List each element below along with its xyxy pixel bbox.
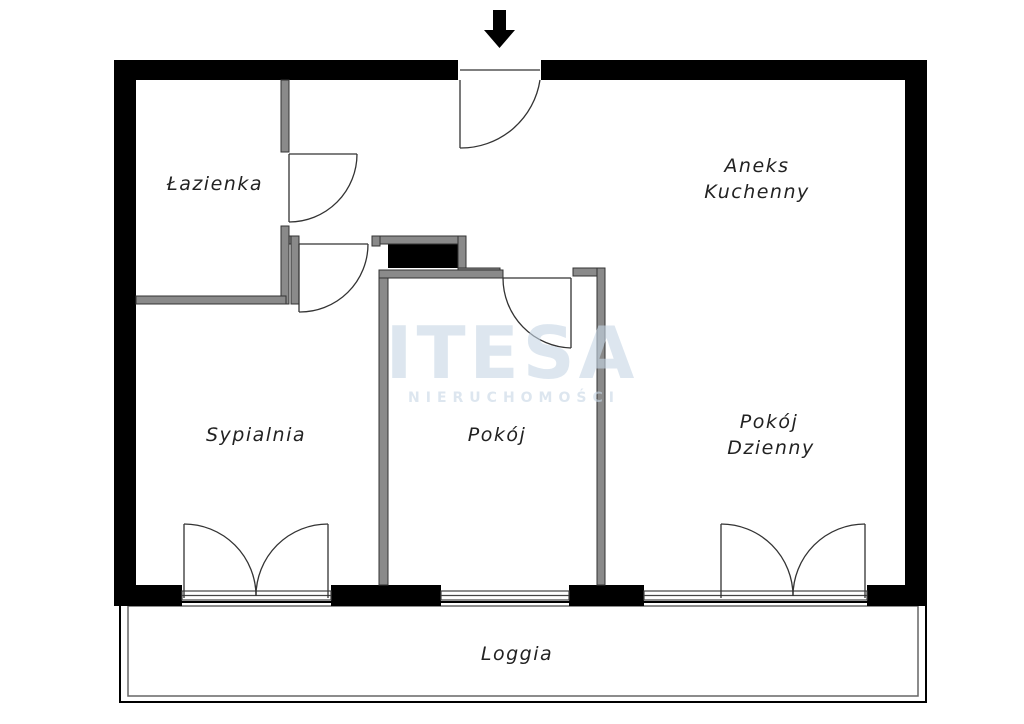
bedroom-door [298, 243, 369, 313]
entrance-door [459, 69, 541, 149]
label-pokoj: Pokój [468, 424, 527, 446]
watermark: ITESA NIERUCHOMOŚCI [386, 311, 639, 406]
doors [183, 69, 866, 598]
bathroom-door [288, 153, 358, 223]
arrow-down-icon [484, 10, 515, 48]
label-pokoj-dzienny-line2: Dzienny [727, 437, 814, 459]
room-door [502, 277, 572, 349]
label-aneks-line1: Aneks [722, 155, 789, 177]
interior-walls [135, 79, 606, 586]
watermark-brand: ITESA [386, 311, 639, 395]
label-aneks-line2: Kuchenny [704, 181, 810, 203]
living-balcony-door [720, 523, 866, 598]
loggia-area [119, 601, 927, 703]
label-pokoj-dzienny-line1: Pokój [740, 411, 799, 433]
exterior-walls [114, 60, 927, 606]
watermark-tagline: NIERUCHOMOŚCI [408, 388, 620, 406]
label-lazienka: Łazienka [166, 173, 263, 195]
label-loggia: Loggia [481, 643, 553, 665]
label-sypialnia: Sypialnia [206, 424, 306, 446]
windows [181, 590, 868, 601]
room-labels: Łazienka Aneks Kuchenny Sypialnia Pokój … [166, 155, 814, 665]
bedroom-balcony-door [183, 523, 329, 598]
